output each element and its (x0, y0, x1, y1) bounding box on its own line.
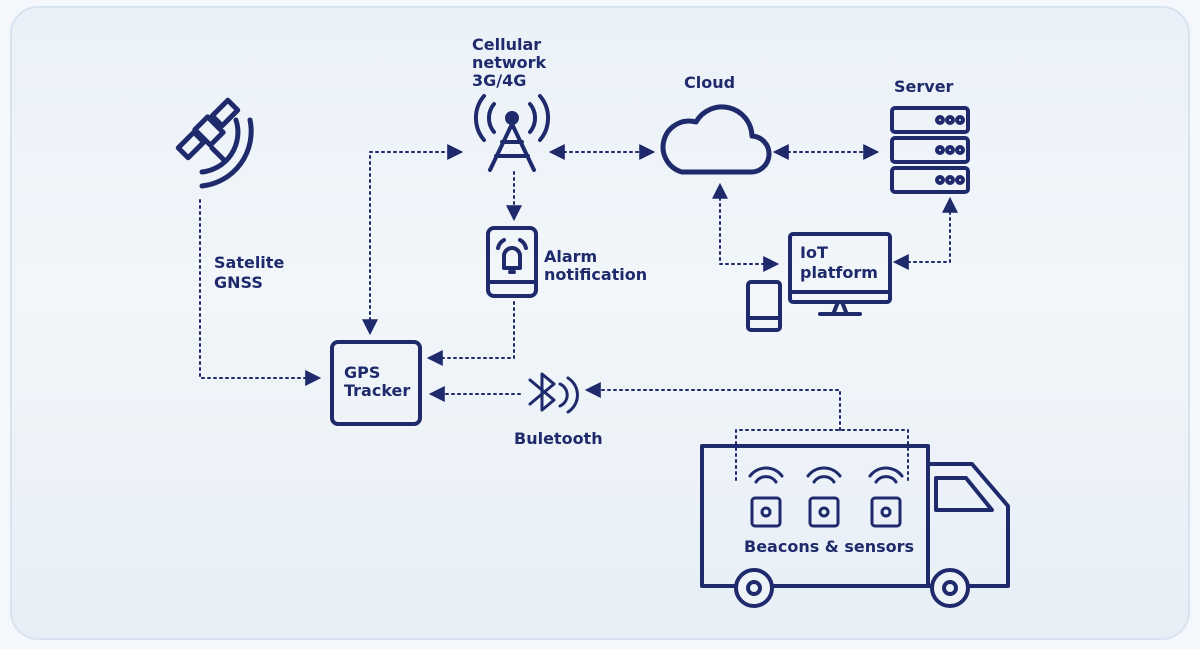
cellular-label-line-2: network (472, 53, 547, 72)
gps-tracker-node: GPS Tracker (330, 340, 422, 426)
satellite-label-line-2: GNSS (214, 273, 263, 292)
cloud-label: Cloud (684, 73, 735, 92)
connector-server-iot (892, 196, 958, 270)
connector-alarm-gps (426, 301, 515, 366)
beacons-label: Beacons & sensors (744, 537, 914, 556)
smartphone-alarm-icon (486, 226, 538, 298)
truck-icon (700, 444, 1010, 608)
beacon-icon-3 (868, 466, 904, 528)
satellite-icon (175, 97, 254, 189)
beacon-icon-1 (748, 466, 784, 528)
connector-beacons-bluetooth (584, 382, 841, 431)
iot-platform-node: IoT platform (746, 232, 892, 332)
alarm-label-line-2: notification (544, 265, 647, 284)
tablet-icon (746, 280, 782, 332)
connector-gps-cellular (362, 144, 464, 336)
alarm-label-line-1: Alarm (544, 247, 597, 266)
truck-node: Beacons & sensors (700, 444, 1010, 608)
cellular-node: Cellular network 3G/4G (472, 35, 551, 172)
bluetooth-label: Buletooth (514, 429, 603, 448)
bluetooth-icon (528, 372, 579, 414)
connectors (199, 144, 958, 481)
bluetooth-node: Buletooth (514, 372, 603, 448)
gps-tracker-box (330, 340, 422, 426)
cellular-label-line-3: 3G/4G (472, 71, 526, 90)
server-label: Server (894, 77, 954, 96)
cloud-icon (660, 104, 772, 175)
alarm-node: Alarm notification (486, 226, 647, 298)
cell-tower-icon (473, 94, 551, 172)
beacons-bracket (735, 429, 909, 481)
iot-label-line-2: platform (800, 263, 878, 282)
iot-label-line-1: IoT (800, 243, 828, 262)
cellular-label-line-1: Cellular (472, 35, 541, 54)
satellite-node: Satelite GNSS (175, 97, 284, 292)
beacon-icon-2 (806, 466, 842, 528)
server-node: Server (890, 77, 970, 194)
satellite-label-line-1: Satelite (214, 253, 284, 272)
server-icon (890, 106, 970, 194)
gps-label-line-1: GPS (344, 363, 380, 382)
connector-satellite-gps (199, 199, 322, 386)
cloud-node: Cloud (660, 73, 772, 175)
monitor-icon (788, 232, 892, 316)
connector-cloud-iot (712, 182, 780, 272)
diagram-frame (10, 6, 1190, 640)
gps-label-line-2: Tracker (344, 381, 410, 400)
